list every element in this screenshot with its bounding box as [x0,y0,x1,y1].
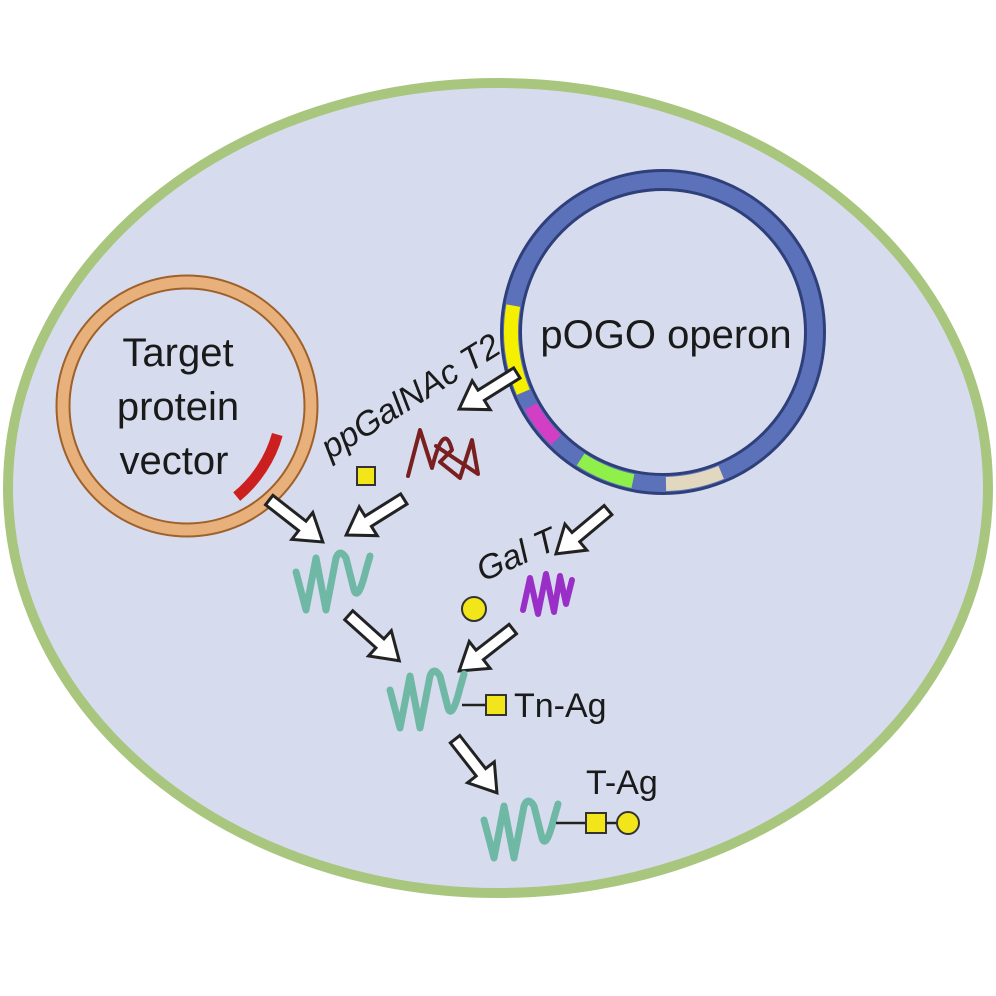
vector-label-line-2: protein [117,385,239,429]
gal-circle-icon [461,596,487,622]
vector-label-line-3: vector [120,439,229,483]
ppgalnac-t2-enzyme-icon [406,428,480,480]
operon-label: pOGO operon [540,313,791,357]
gal-t-enzyme-icon [520,571,575,617]
tn-ag-label: Tn-Ag [514,687,607,725]
t-gal-circle-icon [616,811,640,835]
operon-segment-magenta [524,402,562,446]
operon-segment-green [576,453,635,488]
galnac-square-icon [356,466,376,486]
operon-segment-yellow [503,304,530,395]
t-antigen-product: T-Ag [484,764,658,858]
operon-segment-beige [665,465,724,491]
t-galnac-square-icon [585,812,607,834]
tn-galnac-square-icon [485,694,507,716]
cell-body [3,78,993,898]
vector-label-line-1: Target [122,331,233,375]
pogo-operon-plasmid: pOGO operon [500,169,826,495]
vector-ring [57,276,317,536]
tn-antigen-product: Tn-Ag [390,671,607,728]
vector-insert-segment [233,432,283,501]
target-protein-vector-plasmid: Target protein vector [55,274,319,538]
t-ag-label: T-Ag [586,764,658,802]
